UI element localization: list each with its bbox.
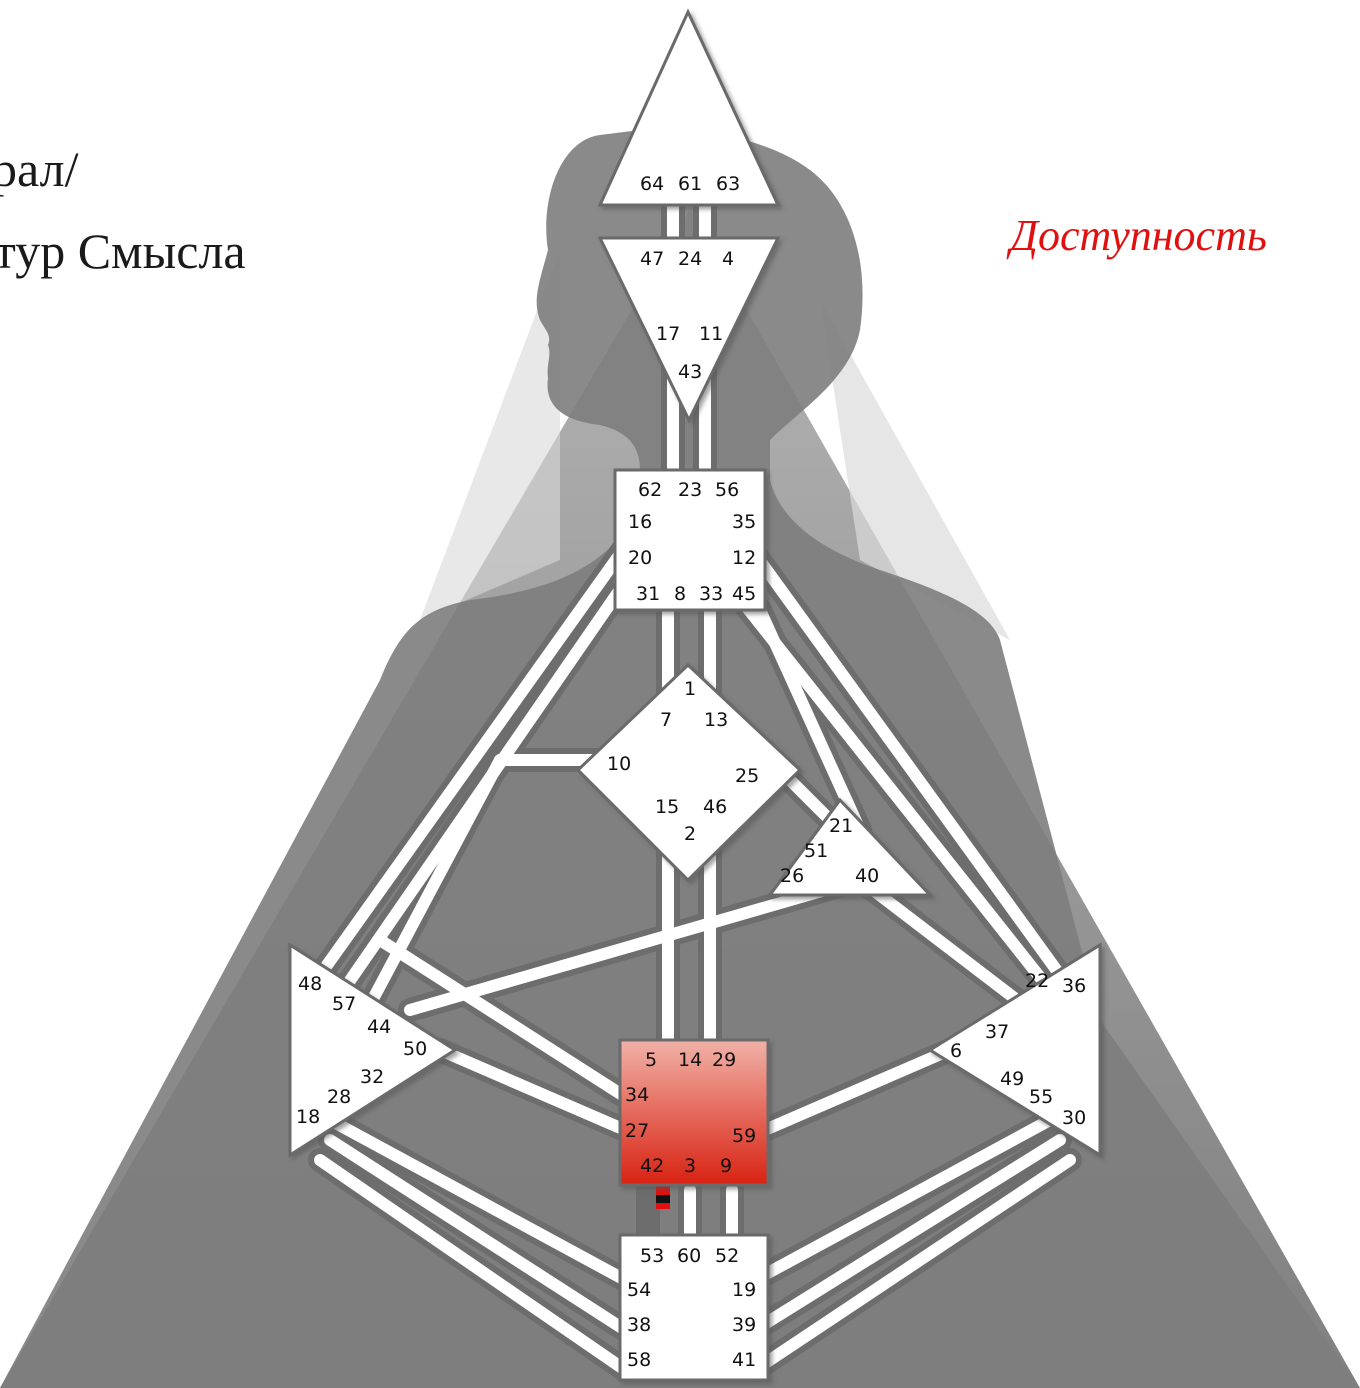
gate-label: 49 (1000, 1068, 1024, 1090)
gate-label: 45 (732, 583, 756, 605)
gate-label: 34 (625, 1084, 649, 1106)
gate-label: 59 (732, 1125, 756, 1147)
gate-label: 7 (660, 709, 672, 731)
gate-label: 43 (678, 361, 702, 383)
gate-label: 52 (715, 1245, 739, 1267)
gate-label: 36 (1062, 975, 1086, 997)
gate-label: 50 (403, 1038, 427, 1060)
gate-label: 30 (1062, 1107, 1086, 1129)
gate-label: 4 (722, 248, 734, 270)
gate-label: 31 (636, 583, 660, 605)
gate-label: 3 (684, 1155, 696, 1177)
gate-label: 46 (703, 796, 727, 818)
gate-label: 15 (655, 796, 679, 818)
gate-label: 22 (1025, 970, 1049, 992)
gate-label: 64 (640, 173, 664, 195)
gate-label: 41 (732, 1349, 756, 1371)
gate-label: 19 (732, 1279, 756, 1301)
gate-label: 56 (715, 479, 739, 501)
gate-label: 37 (985, 1021, 1009, 1043)
gate-label: 18 (296, 1106, 320, 1128)
gate-label: 26 (780, 865, 804, 887)
gate-label: 24 (678, 248, 702, 270)
gate-label: 63 (716, 173, 740, 195)
gate-label: 35 (732, 511, 756, 533)
gate-label: 53 (640, 1245, 664, 1267)
gate-label: 28 (327, 1086, 351, 1108)
gate-label: 57 (332, 993, 356, 1015)
gate-label: 51 (804, 840, 828, 862)
gate-label: 62 (638, 479, 662, 501)
gate-label: 8 (674, 583, 686, 605)
gate-label: 25 (735, 765, 759, 787)
gate-label: 6 (950, 1040, 962, 1062)
gate-label: 32 (360, 1066, 384, 1088)
gate-label: 58 (627, 1349, 651, 1371)
gate-label: 48 (298, 973, 322, 995)
gate-label: 39 (732, 1314, 756, 1336)
gate-label: 55 (1029, 1086, 1053, 1108)
gate-label: 13 (704, 709, 728, 731)
gate-label: 60 (677, 1245, 701, 1267)
gate-label: 42 (640, 1155, 664, 1177)
gate-label: 40 (855, 865, 879, 887)
gate-label: 21 (829, 815, 853, 837)
gate-label: 54 (627, 1279, 651, 1301)
gate-label: 47 (640, 248, 664, 270)
gate-label: 2 (684, 823, 696, 845)
gate-label: 29 (712, 1049, 736, 1071)
gate-label: 5 (645, 1049, 657, 1071)
gate-label: 27 (625, 1120, 649, 1142)
gate-label: 9 (720, 1155, 732, 1177)
activated-channel-42-black (656, 1195, 670, 1203)
gate-label: 33 (699, 583, 723, 605)
gate-label: 20 (628, 547, 652, 569)
gate-label: 23 (678, 479, 702, 501)
gate-label: 17 (656, 323, 680, 345)
gate-label: 38 (627, 1314, 651, 1336)
gate-label: 61 (678, 173, 702, 195)
gate-label: 44 (367, 1016, 391, 1038)
gate-label: 16 (628, 511, 652, 533)
gate-label: 10 (607, 753, 631, 775)
gate-label: 14 (678, 1049, 702, 1071)
gate-label: 12 (732, 547, 756, 569)
gate-label: 11 (699, 323, 723, 345)
gate-label: 1 (684, 678, 696, 700)
